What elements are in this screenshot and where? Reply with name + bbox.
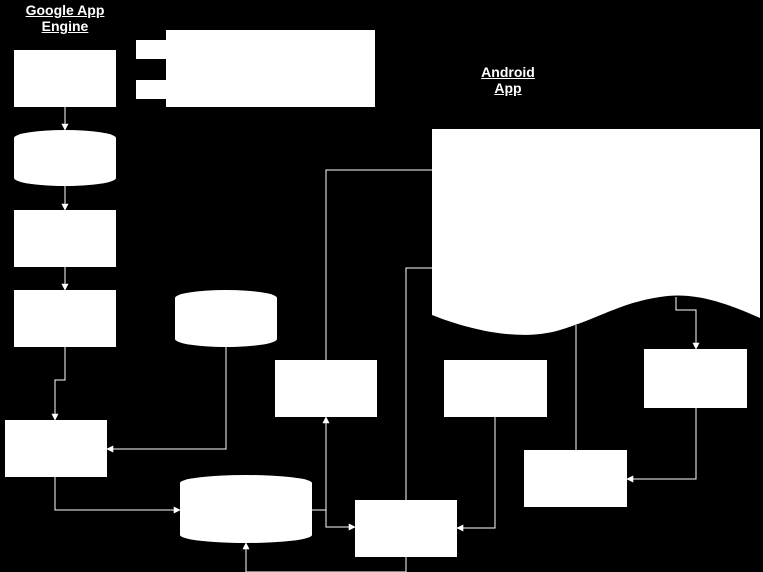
gae-box-1 — [14, 50, 116, 107]
gae-box-2 — [14, 210, 116, 267]
center-box — [444, 360, 547, 417]
gae-datastore-cylinder — [14, 130, 116, 186]
connector-cylinder-gae4 — [106, 347, 227, 453]
connector-android-rightupper — [675, 297, 700, 350]
connector-rightupper-rightlower — [626, 408, 697, 483]
connector-gae3-gae4 — [51, 347, 66, 421]
gae-box-4 — [5, 420, 107, 477]
connector-gae4-large-datastore — [54, 477, 181, 514]
middle-datastore-cylinder — [175, 290, 277, 347]
connectors — [51, 107, 700, 572]
connector-centerbox-bottombox — [456, 417, 496, 532]
gae-title-line1: Google App — [25, 2, 105, 18]
gae-title-line2: Engine — [41, 18, 89, 34]
right-box-lower — [524, 450, 627, 507]
component-block — [136, 30, 375, 107]
android-title: Android App — [462, 64, 554, 96]
connector-large-datastore-bottom-box — [312, 509, 356, 531]
android-title-line2: App — [494, 80, 522, 96]
large-datastore-cylinder — [180, 475, 312, 543]
middle-box — [275, 360, 377, 417]
android-title-line1: Android — [481, 64, 535, 80]
bottom-box — [355, 500, 457, 557]
gae-box-3 — [14, 290, 116, 347]
connector-bottom-large-datastore — [242, 542, 407, 572]
connector-middlebox-android — [325, 169, 432, 360]
android-app-document — [432, 129, 760, 335]
gae-title: Google App Engine — [14, 2, 116, 34]
connector-bottombox-android — [405, 267, 432, 500]
right-box-upper — [644, 349, 747, 408]
